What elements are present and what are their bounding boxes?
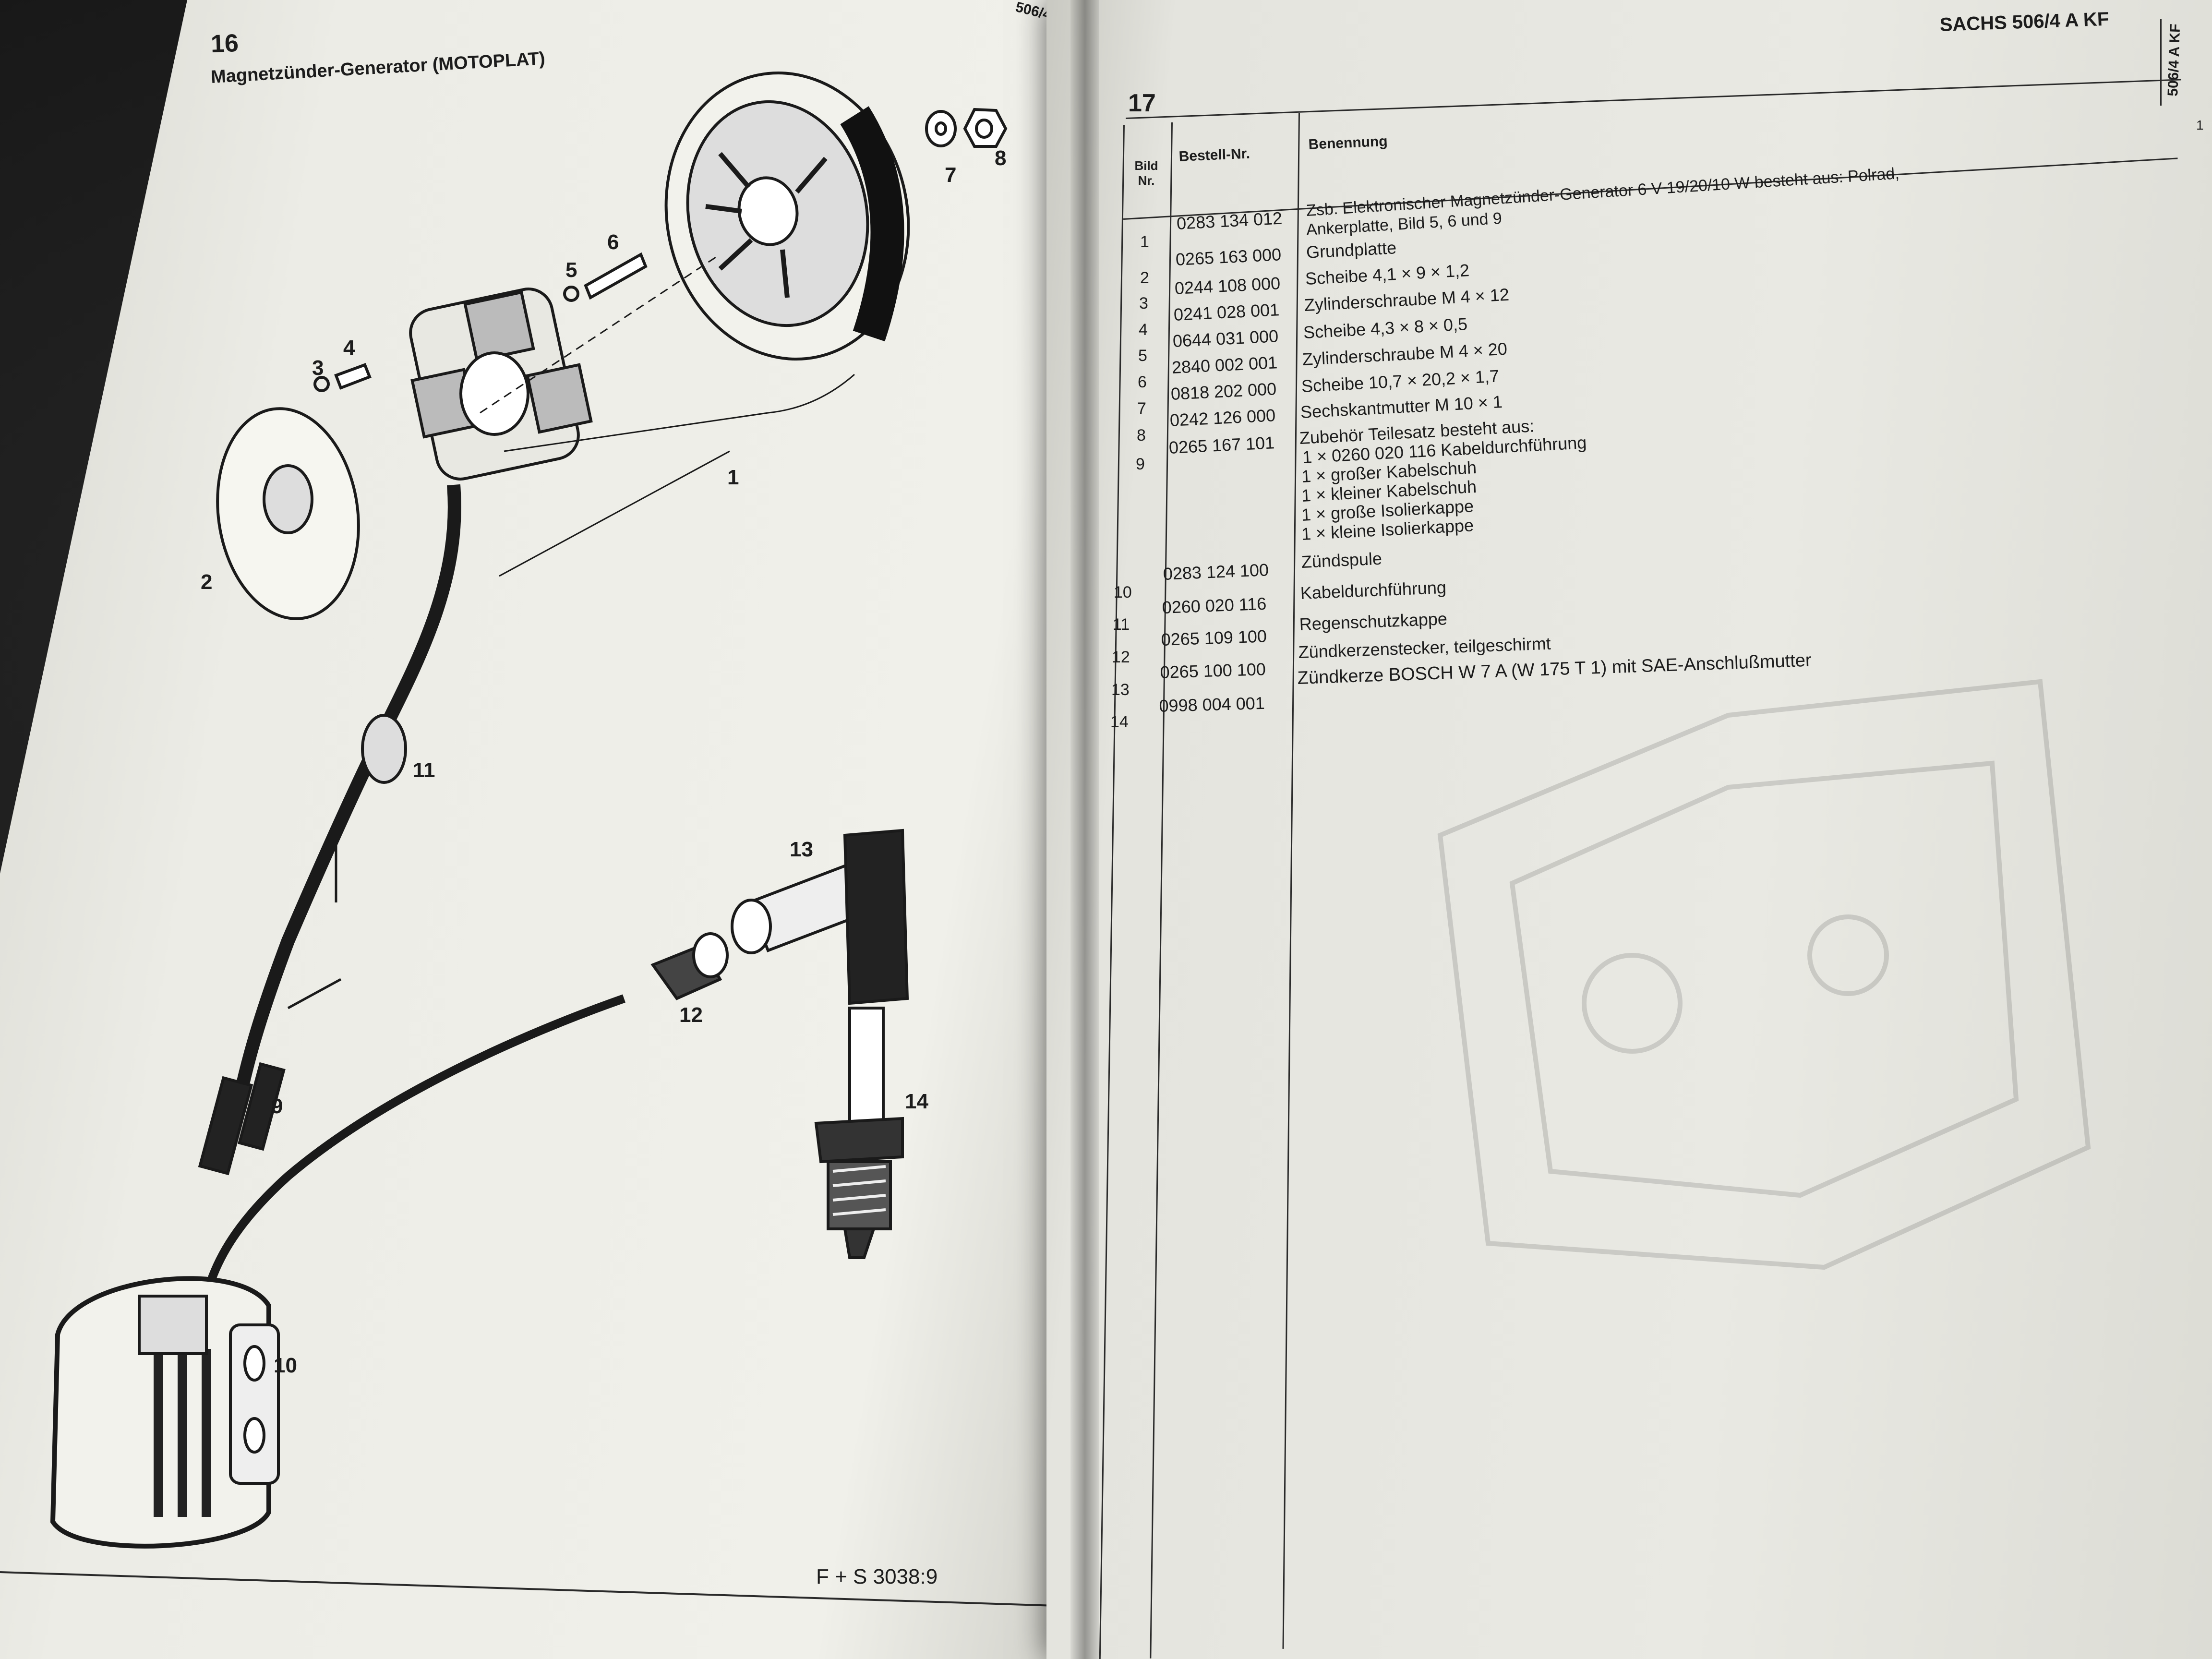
row-bestell-nr: 0283 134 012 — [1176, 208, 1283, 233]
book-gutter — [1070, 0, 1099, 1659]
ignition-exploded-drawing — [0, 71, 1057, 1607]
row-benennung: Zündspule — [1301, 548, 1382, 572]
row-benennung: Scheibe 4,3 × 8 × 0,5 — [1303, 314, 1468, 342]
right-header-title: SACHS 506/4 A KF — [1939, 8, 2110, 36]
callout-4: 4 — [343, 336, 355, 360]
row-bestell-nr: 0265 163 000 — [1175, 244, 1282, 269]
spark-plug-14 — [848, 1007, 885, 1125]
row-bestell-nr: 0241 028 001 — [1173, 300, 1280, 325]
row-benennung: Kabeldurchführung — [1300, 577, 1447, 603]
callout-14: 14 — [905, 1090, 928, 1113]
table-col-rule-3 — [1282, 113, 1300, 1649]
row-bild: 3 — [1139, 294, 1148, 313]
row-benennung: Zsb. Elektronischer Magnetzünder-Generat… — [1306, 164, 1900, 220]
row-benennung: Regenschutzkappe — [1299, 609, 1448, 634]
row-bild: 11 — [1113, 615, 1130, 634]
table-col-rule-2 — [1150, 122, 1173, 1659]
side-tab: 506/4 A KF — [2165, 23, 2184, 97]
row-bild: 8 — [1137, 426, 1146, 445]
row-bild: 2 — [1140, 269, 1149, 287]
row-bestell-nr: 0283 124 100 — [1163, 560, 1269, 584]
callout-7: 7 — [945, 163, 957, 187]
row-bild: 9 — [1136, 455, 1145, 473]
row-bild: 4 — [1139, 321, 1148, 339]
row-bestell-nr: 0260 020 116 — [1162, 593, 1267, 617]
row-bestell-nr: 0644 031 000 — [1172, 326, 1279, 351]
row-bild: 5 — [1138, 347, 1147, 365]
callout-3: 3 — [312, 356, 324, 380]
callout-6: 6 — [607, 230, 619, 254]
row-bild: 6 — [1138, 373, 1147, 391]
row-bild: 13 — [1111, 681, 1130, 699]
callout-2: 2 — [201, 570, 213, 594]
table-top-rule — [1126, 79, 2181, 119]
callout-11: 11 — [413, 758, 435, 782]
callout-1: 1 — [727, 466, 739, 489]
row-bestell-nr: 0818 202 000 — [1170, 379, 1277, 404]
row-bestell-nr: 0242 126 000 — [1169, 405, 1276, 430]
nut-8 — [963, 108, 1008, 148]
callout-9: 9 — [271, 1094, 283, 1118]
col-header-bild-nr: Bild Nr. — [1134, 158, 1158, 188]
callout-5: 5 — [565, 258, 577, 282]
row-bild: 14 — [1110, 713, 1129, 731]
row-benennung: Sechskantmutter M 10 × 1 — [1300, 391, 1503, 422]
row-benennung: Grundplatte — [1306, 238, 1397, 262]
show-through-drawing — [1437, 679, 2091, 1270]
callout-8: 8 — [995, 146, 1007, 170]
right-page-number: 17 — [1128, 89, 1156, 117]
row-bestell-nr: 0265 109 100 — [1161, 626, 1267, 649]
row-bestell-nr: 2840 002 001 — [1171, 352, 1278, 377]
row-benennung: Scheibe 4,1 × 9 × 1,2 — [1305, 260, 1470, 289]
right-page: 17 SACHS 506/4 A KF 506/4 A KF 1 Bild Nr… — [1046, 0, 2212, 1659]
row-benennung: Scheibe 10,7 × 20,2 × 1,7 — [1301, 366, 1500, 396]
connector-9 — [198, 1076, 253, 1176]
row-bild: 1 — [1140, 233, 1149, 251]
row-bestell-nr: 0244 108 000 — [1174, 273, 1281, 298]
left-page: 16 Magnetzünder-Generator (MOTOPLAT) 506… — [0, 0, 1090, 1659]
row-benennung: Zylinderschraube M 4 × 12 — [1304, 284, 1510, 315]
row-benennung: Zylinderschraube M 4 × 20 — [1302, 338, 1508, 369]
col-header-benennung: Benennung — [1308, 133, 1388, 153]
row-bild: 10 — [1114, 583, 1132, 601]
row-bild: 7 — [1137, 399, 1146, 418]
side-tab-number: 1 — [2196, 118, 2204, 132]
callout-13: 13 — [790, 838, 813, 861]
table-col-rule-1 — [1099, 125, 1125, 1659]
callout-12: 12 — [679, 1003, 703, 1027]
row-bestell-nr: 0265 100 100 — [1160, 659, 1266, 682]
table-col-rule-4 — [2160, 19, 2162, 106]
washer-7 — [925, 110, 957, 147]
left-footer-code: F + S 3038:9 — [816, 1565, 938, 1588]
row-bestell-nr: 0265 167 101 — [1168, 433, 1275, 457]
row-bestell-nr: 0998 004 001 — [1159, 693, 1265, 716]
callout-10: 10 — [274, 1354, 297, 1377]
grommet-11 — [361, 714, 407, 784]
row-bild: 12 — [1112, 648, 1130, 666]
col-header-bestell-nr: Bestell-Nr. — [1178, 145, 1250, 165]
